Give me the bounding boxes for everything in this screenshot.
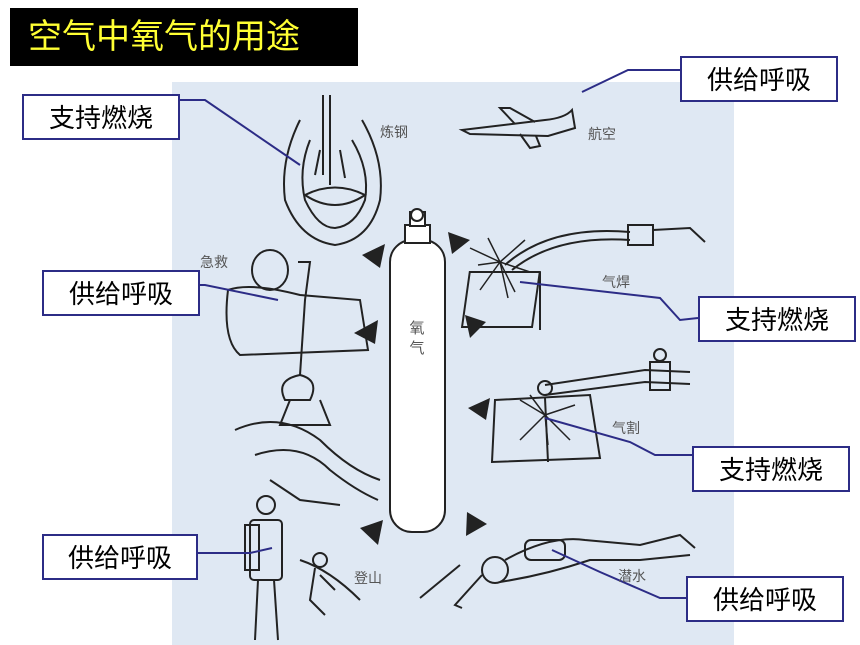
- cutting-spark-icon: [519, 394, 576, 446]
- steel-furnace-icon: [283, 95, 382, 247]
- label-cylinder: 氧气: [409, 319, 425, 357]
- climber-icon: [244, 495, 336, 641]
- label-diving: 潜水: [618, 569, 646, 585]
- callout-first-aid: 供给呼吸: [42, 270, 200, 316]
- label-aviation: 航空: [588, 127, 616, 143]
- callout-steelmaking: 支持燃烧: [22, 94, 180, 140]
- oxygen-uses-illustration: [172, 82, 734, 645]
- patient-icon: [225, 249, 370, 426]
- callout-aviation: 供给呼吸: [680, 56, 838, 102]
- callout-diving: 供给呼吸: [686, 576, 844, 622]
- label-first-aid: 急救: [200, 255, 228, 271]
- airplane-icon: [458, 107, 577, 150]
- mountain-icon: [234, 421, 381, 601]
- label-gas-welding: 气焊: [602, 275, 630, 291]
- diver-icon: [419, 533, 696, 609]
- label-steelmaking: 炼钢: [380, 125, 408, 141]
- callout-mountaineering: 供给呼吸: [42, 534, 198, 580]
- callout-connectors: [180, 69, 699, 599]
- page-title: 空气中氧气的用途: [10, 8, 358, 66]
- cutting-torch-icon: [490, 348, 691, 464]
- label-mountaineering: 登山: [354, 571, 382, 587]
- label-gas-cutting: 气割: [612, 421, 640, 437]
- oxygen-cylinder-icon: [389, 208, 446, 533]
- spark-icon: [469, 237, 531, 299]
- callout-gas-welding: 支持燃烧: [698, 296, 856, 342]
- callout-gas-cutting: 支持燃烧: [692, 446, 850, 492]
- welding-torch-icon: [460, 224, 706, 330]
